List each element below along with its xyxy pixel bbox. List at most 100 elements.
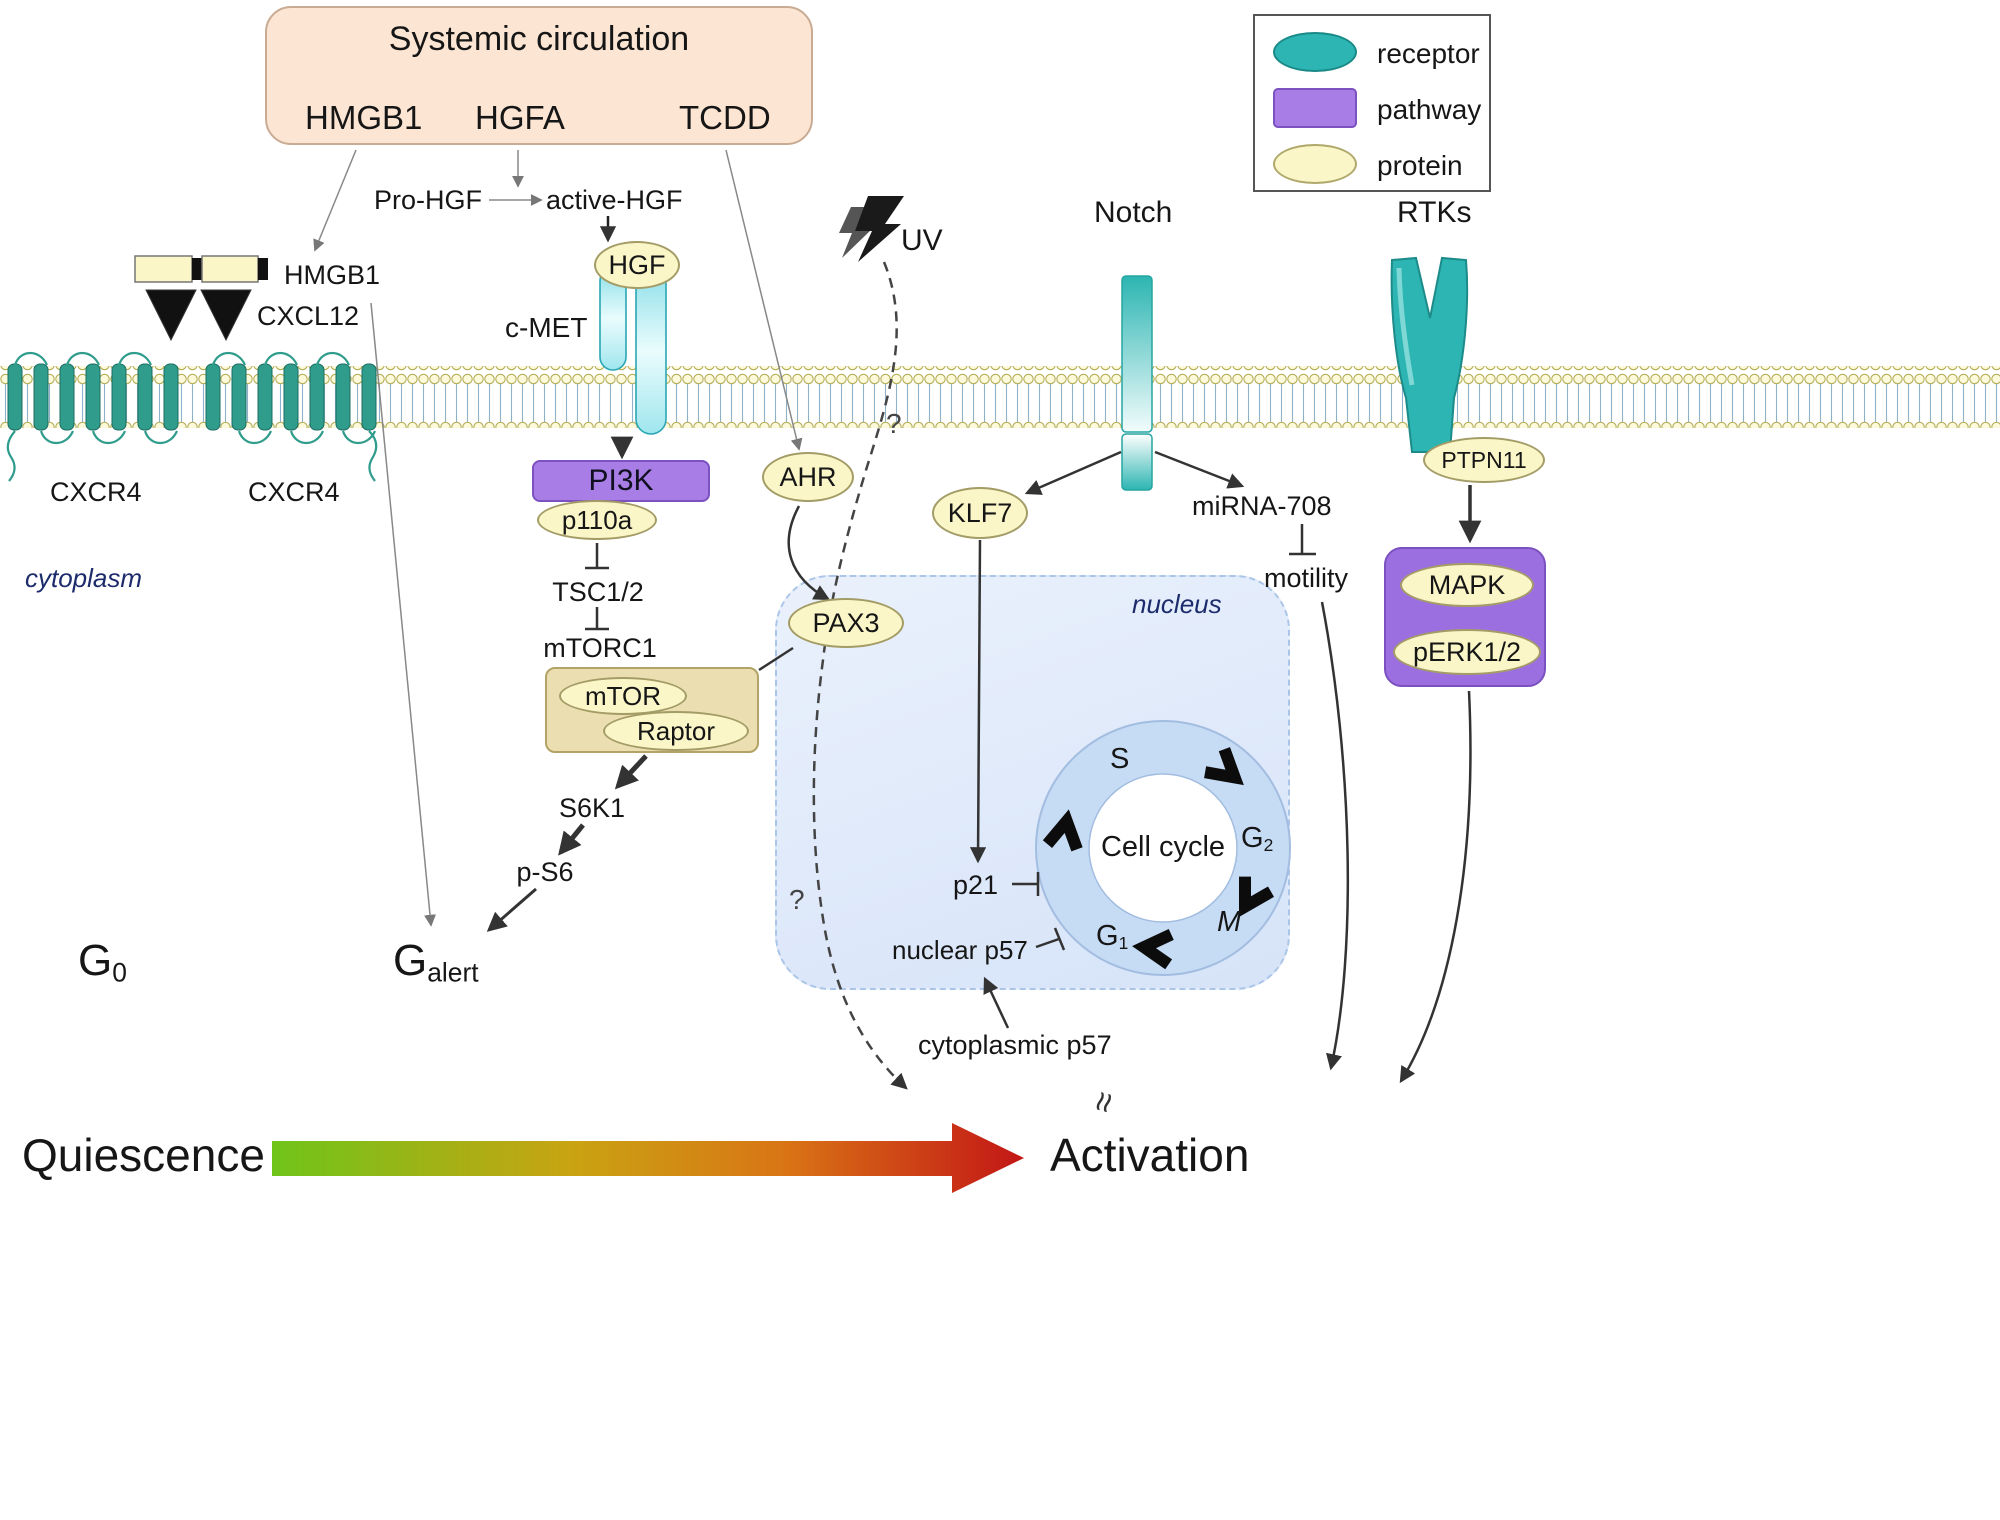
pro-hgf-label: Pro-HGF bbox=[374, 185, 482, 215]
p-s6-label: p-S6 bbox=[516, 857, 574, 887]
hgf-label: HGF bbox=[608, 249, 666, 280]
legend-pathway-swatch bbox=[1273, 88, 1357, 128]
legend-pathway-label: pathway bbox=[1377, 94, 1482, 125]
mapk-pathway-box: MAPK pERK1/2 bbox=[1384, 547, 1546, 687]
phase-g2-sub: 2 bbox=[1263, 835, 1274, 856]
factor-hgfa: HGFA bbox=[475, 99, 565, 136]
legend: receptor pathway protein bbox=[1253, 14, 1491, 192]
active-hgf-label: active-HGF bbox=[546, 185, 683, 215]
cxcr4-left-loops bbox=[6, 351, 179, 482]
arrow-membrane-galert bbox=[370, 302, 436, 927]
phase-g2-base: G bbox=[1241, 822, 1264, 854]
arrow-notch-mirna bbox=[1154, 450, 1245, 489]
p110a-label: p110a bbox=[561, 504, 633, 535]
cytoplasm-label: cytoplasm bbox=[25, 563, 143, 593]
c-met-receptor bbox=[599, 267, 667, 435]
arrow-tcdd-ahr bbox=[725, 149, 803, 451]
phase-g1-label: G1 bbox=[1096, 920, 1128, 954]
quiescence-activation-arrow bbox=[272, 1123, 1024, 1193]
cxcr4-right-label: CXCR4 bbox=[248, 477, 340, 507]
cxcr4-right-loops bbox=[211, 351, 378, 482]
question-nucleus: ? bbox=[789, 884, 805, 915]
factor-hmgb1: HMGB1 bbox=[305, 99, 423, 136]
nuclear-p57-label: nuclear p57 bbox=[892, 935, 1028, 965]
cell-cycle-label: Cell cycle bbox=[1100, 831, 1226, 863]
arrow-mtor-s6k1 bbox=[614, 754, 648, 790]
arrow-motility-activation bbox=[1320, 601, 1350, 1071]
raptor-label: Raptor bbox=[636, 715, 716, 746]
legend-receptor-swatch bbox=[1273, 32, 1357, 72]
cell-cycle-ring bbox=[1035, 720, 1291, 976]
ptpn11-protein: PTPN11 bbox=[1423, 437, 1545, 483]
hmgb1-ligand bbox=[134, 255, 268, 283]
mapk-label: MAPK bbox=[1428, 569, 1506, 600]
arrow-ps6-galert bbox=[486, 887, 537, 932]
g0-sub: 0 bbox=[112, 957, 127, 988]
arrow-ahr-pax3 bbox=[787, 505, 831, 601]
legend-protein-label: protein bbox=[1377, 150, 1463, 181]
arrow-s6k1-ps6 bbox=[558, 823, 585, 856]
rtks-label: RTKs bbox=[1397, 196, 1472, 229]
cxcl12-label: CXCL12 bbox=[257, 301, 360, 331]
cxcl12-ligands bbox=[145, 289, 252, 342]
uv-label: UV bbox=[901, 224, 943, 257]
c-met-label: c-MET bbox=[505, 312, 588, 343]
ahr-label: AHR bbox=[779, 461, 837, 492]
connectors bbox=[313, 149, 1482, 1090]
uv-lightning-icon bbox=[839, 196, 904, 262]
quiescence-label: Quiescence bbox=[22, 1129, 265, 1181]
mtor-complex-box: mTOR Raptor bbox=[545, 667, 759, 753]
mtor-label: mTOR bbox=[584, 680, 662, 711]
phase-g2-label: G2 bbox=[1241, 822, 1273, 856]
p110a-protein: p110a bbox=[537, 500, 657, 540]
cell-membrane bbox=[0, 366, 2000, 428]
klf7-protein: KLF7 bbox=[932, 487, 1028, 539]
pi3k-label: PI3K bbox=[588, 464, 654, 497]
s6k1-label: S6K1 bbox=[558, 793, 626, 823]
notch-label: Notch bbox=[1094, 196, 1173, 229]
motility-label: motility bbox=[1264, 563, 1349, 593]
systemic-circulation-title: Systemic circulation bbox=[388, 20, 690, 58]
mtorc1-label: mTORC1 bbox=[543, 633, 657, 663]
arrow-hmgb1-to-membrane bbox=[313, 149, 357, 252]
notch-receptor bbox=[1121, 275, 1153, 491]
mirna-708-label: miRNA-708 bbox=[1192, 491, 1332, 521]
perk-label: pERK1/2 bbox=[1412, 636, 1522, 667]
factor-tcdd: TCDD bbox=[679, 99, 771, 136]
phase-g1-base: G bbox=[1096, 920, 1119, 952]
systemic-circulation-box: Systemic circulation HMGB1 HGFA TCDD bbox=[265, 6, 813, 145]
activation-label: Activation bbox=[1050, 1129, 1250, 1181]
phase-s-label: S bbox=[1110, 743, 1130, 775]
legend-receptor-label: receptor bbox=[1377, 38, 1480, 69]
raptor-protein: Raptor bbox=[603, 711, 749, 751]
arrow-klf7-p21 bbox=[969, 539, 987, 864]
question-membrane: ? bbox=[886, 408, 902, 439]
tsc12-label: TSC1/2 bbox=[552, 577, 644, 607]
mtor-protein: mTOR bbox=[559, 677, 687, 715]
g0-base: G bbox=[78, 936, 113, 985]
phase-g1-sub: 1 bbox=[1118, 933, 1129, 954]
galert-sub: alert bbox=[427, 957, 479, 988]
pax3-protein: PAX3 bbox=[788, 598, 904, 648]
cxcr4-receptor-right bbox=[205, 363, 377, 431]
line-mtor-pax3 bbox=[758, 646, 794, 672]
inhibit-p57-cycle bbox=[1035, 937, 1060, 949]
p21-label: p21 bbox=[953, 870, 999, 900]
pi3k-pathway-box: PI3K bbox=[532, 460, 710, 502]
galert-base: G bbox=[393, 936, 428, 985]
cxcr4-left-label: CXCR4 bbox=[50, 477, 142, 507]
hgf-protein: HGF bbox=[594, 241, 680, 289]
arrow-uv-dashed bbox=[812, 261, 908, 1090]
legend-protein-swatch bbox=[1273, 144, 1357, 184]
ahr-protein: AHR bbox=[762, 452, 854, 502]
nucleus-label: nucleus bbox=[1132, 589, 1222, 619]
perk-protein: pERK1/2 bbox=[1393, 629, 1541, 675]
ptpn11-label: PTPN11 bbox=[1441, 446, 1527, 473]
mapk-protein: MAPK bbox=[1400, 563, 1534, 607]
cytoplasmic-p57-label: cytoplasmic p57 bbox=[918, 1030, 1112, 1060]
cxcr4-receptor-left bbox=[7, 363, 179, 431]
phase-m-label: M bbox=[1217, 906, 1242, 938]
klf7-label: KLF7 bbox=[947, 497, 1013, 528]
